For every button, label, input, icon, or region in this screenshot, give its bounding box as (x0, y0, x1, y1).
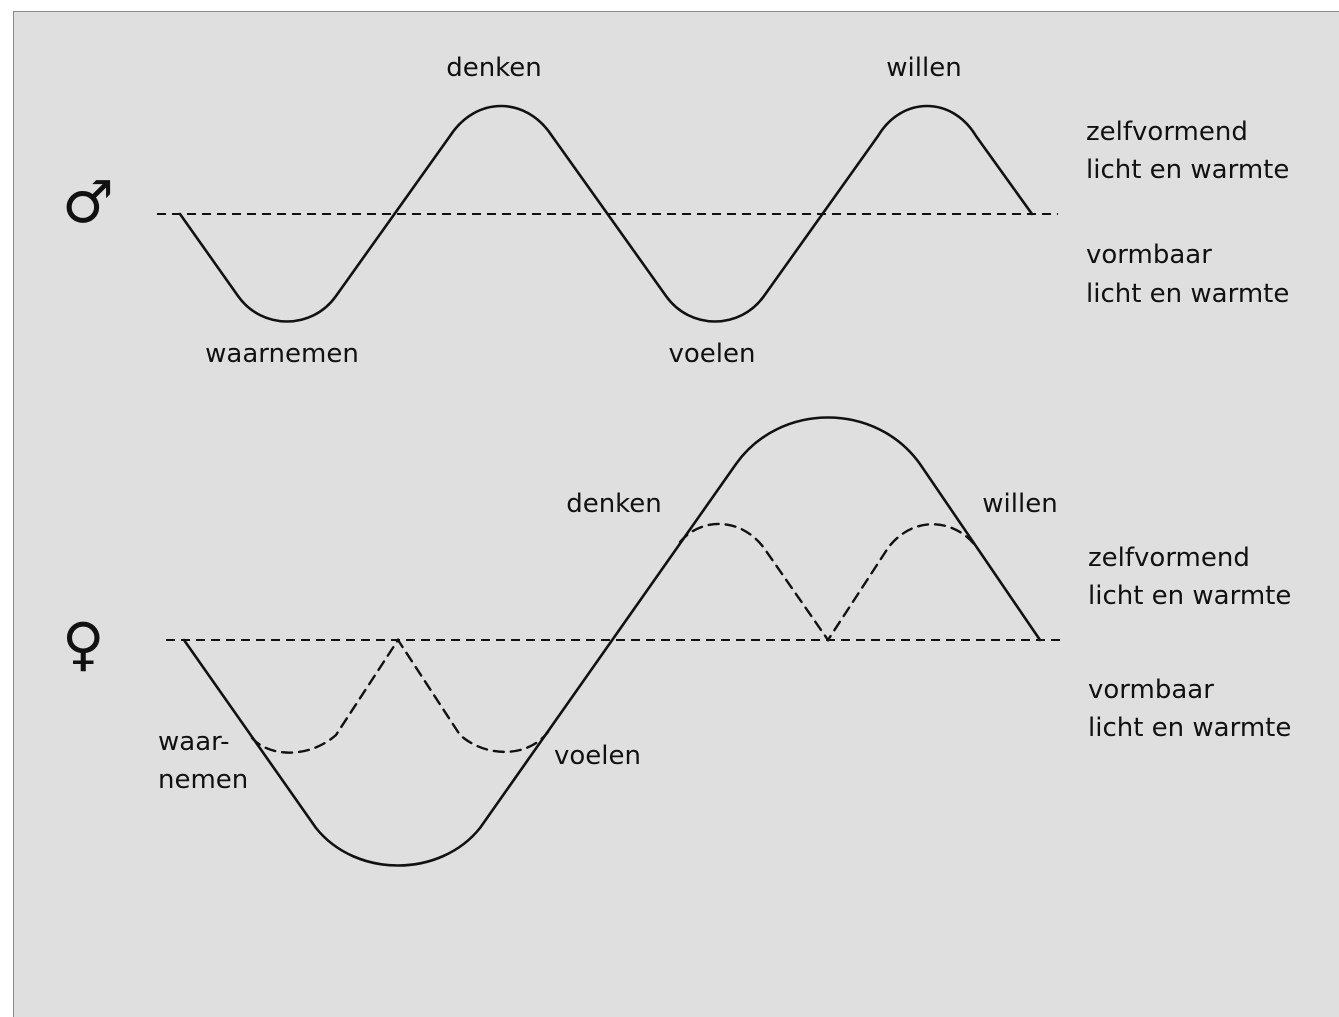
female-inner-wave-upper (678, 522, 976, 643)
male-side-upper-line2: licht en warmte (1086, 155, 1289, 185)
female-wave (182, 416, 1042, 867)
female-label-waarnemen-line2: nemen (158, 765, 248, 795)
male-label-waarnemen: waarnemen (205, 339, 359, 369)
female-inner-wave-lower (250, 637, 550, 754)
male-diagram: ♂ denken willen waarnemen voelen zelfvor… (62, 53, 1289, 369)
male-symbol: ♂ (62, 168, 114, 236)
female-symbol: ♀ (62, 610, 104, 678)
male-side-upper-line1: zelfvormend (1086, 117, 1248, 147)
male-label-voelen: voelen (669, 339, 756, 369)
female-side-upper-line2: licht en warmte (1088, 581, 1291, 611)
female-side-lower-line2: licht en warmte (1088, 713, 1291, 743)
female-diagram: ♀ denken willen waar- nemen voelen zelfv… (62, 416, 1291, 867)
female-side-lower-line1: vormbaar (1088, 675, 1214, 705)
male-label-denken: denken (446, 53, 542, 83)
female-label-voelen: voelen (554, 741, 641, 771)
female-label-willen: willen (982, 489, 1057, 519)
male-side-lower-line1: vormbaar (1086, 240, 1212, 270)
male-label-willen: willen (886, 53, 961, 83)
male-wave (178, 104, 1034, 323)
female-side-upper-line1: zelfvormend (1088, 543, 1250, 573)
diagram-frame (13, 11, 1339, 1017)
male-side-lower-line2: licht en warmte (1086, 279, 1289, 309)
female-label-waarnemen-line1: waar- (158, 727, 230, 757)
female-label-denken: denken (566, 489, 662, 519)
